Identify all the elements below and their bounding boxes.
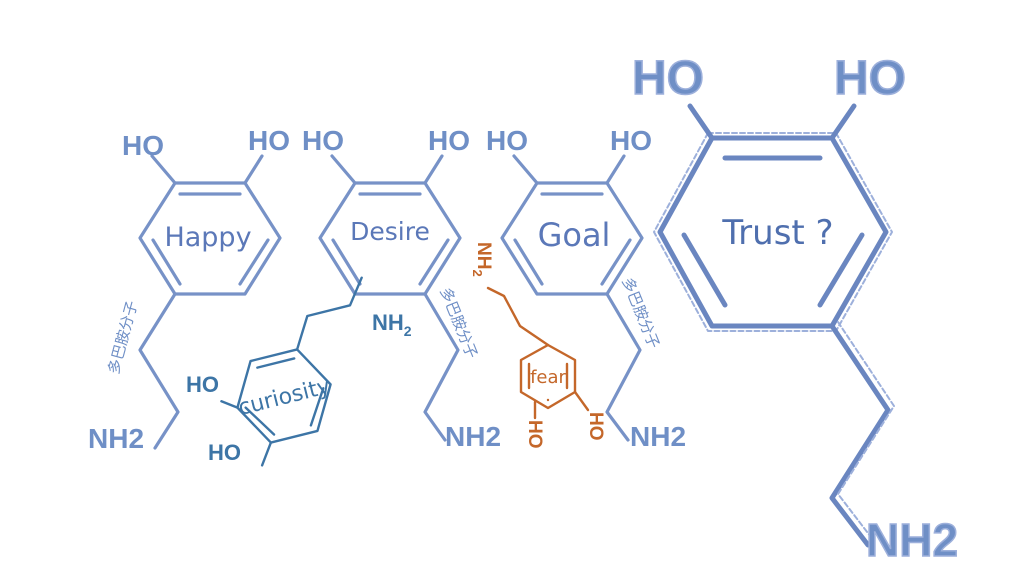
bond-line xyxy=(605,154,626,185)
bond-line xyxy=(512,154,539,185)
molecule-trust: HO HO NH2 Trust ? xyxy=(631,51,959,567)
bond-line xyxy=(243,154,264,185)
curiosity-amine: NH2 xyxy=(372,310,412,339)
ho-left-label: HO xyxy=(302,125,344,156)
ho-right-label: HO xyxy=(834,52,906,105)
side-chain xyxy=(605,292,642,442)
amine-label: NH2 xyxy=(630,421,686,452)
molecule-desire: HO HO NH2 Desire 多巴胺分子 xyxy=(302,125,501,452)
double-bond xyxy=(681,232,728,308)
double-bond xyxy=(244,406,276,436)
bond-line xyxy=(829,103,857,141)
ho-right-label: HO xyxy=(428,125,470,156)
double-bond xyxy=(309,387,325,427)
bond-line xyxy=(423,154,444,185)
center-label-goal: Goal xyxy=(538,216,611,254)
curiosity-ho-top: HO xyxy=(186,372,219,397)
amine-label: NH2 xyxy=(445,421,501,452)
side-text: 多巴胺分子 xyxy=(104,299,141,376)
amine-label: NH2 xyxy=(88,423,144,454)
molecule-fear: fear NH2 HO HO xyxy=(470,242,606,449)
fear-ho-left: HO xyxy=(524,420,545,449)
center-label-curiosity: curiosity xyxy=(236,374,333,421)
ho-left-label: HO xyxy=(632,52,704,105)
double-bond xyxy=(418,238,450,286)
sketch-outline xyxy=(837,321,895,542)
bond-line xyxy=(687,103,715,141)
ho-left-label: HO xyxy=(122,130,164,161)
side-chain xyxy=(295,276,363,351)
side-chain xyxy=(423,292,460,442)
curiosity-ho-bottom: HO xyxy=(208,440,241,465)
ho-right-label: HO xyxy=(610,125,652,156)
fear-ho-right: HO xyxy=(585,412,606,441)
benzene-ring xyxy=(519,343,577,410)
center-label-fear: fear xyxy=(530,367,566,388)
bond-line xyxy=(150,154,177,185)
double-bond xyxy=(151,238,182,286)
double-bond xyxy=(256,357,296,369)
double-bond xyxy=(331,238,362,286)
center-label-happy: Happy xyxy=(164,222,251,253)
double-bond xyxy=(600,238,632,286)
bond-line xyxy=(330,154,357,185)
double-bond xyxy=(238,238,270,286)
double-bond xyxy=(513,238,544,286)
center-label-desire: Desire xyxy=(350,217,430,246)
ho-right-label: HO xyxy=(248,125,290,156)
bond-line xyxy=(260,441,273,467)
ho-left-label: HO xyxy=(486,125,528,156)
center-label-trust: Trust ? xyxy=(721,213,833,253)
molecule-goal: HO HO NH2 Goal 多巴胺分子 xyxy=(486,125,686,452)
side-chain xyxy=(486,286,550,347)
fear-amine: NH2 xyxy=(470,242,494,277)
side-chain xyxy=(138,292,180,450)
bond-line xyxy=(573,390,590,412)
side-chain xyxy=(829,323,891,548)
side-text: 多巴胺分子 xyxy=(618,275,663,351)
bond-line xyxy=(220,400,239,409)
amine-label: NH2 xyxy=(866,514,958,566)
double-bond xyxy=(817,232,865,308)
